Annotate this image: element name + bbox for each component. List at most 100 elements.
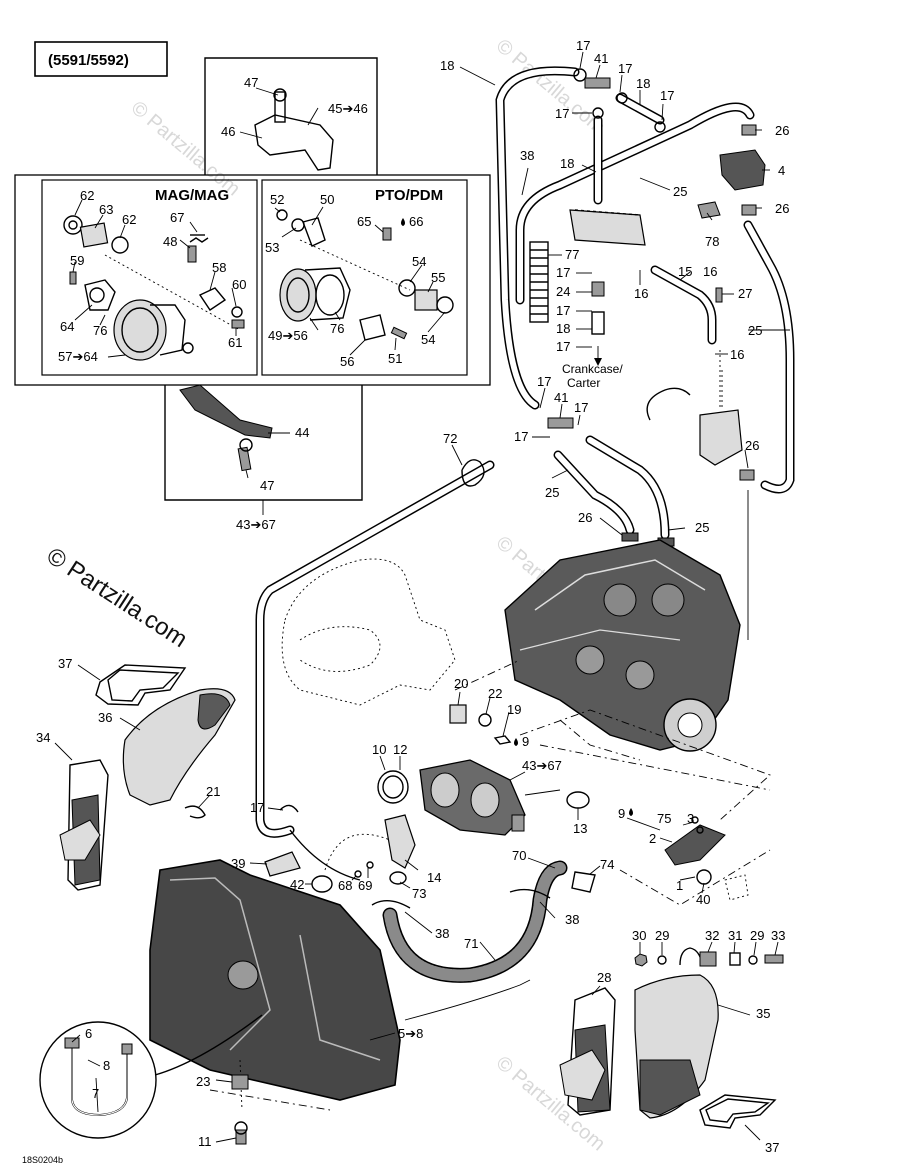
callout: 48 bbox=[163, 234, 177, 249]
callout: 16 bbox=[634, 286, 648, 301]
exhaust-outline bbox=[281, 558, 521, 706]
cover-plate-1 bbox=[664, 816, 749, 901]
callout: 56 bbox=[340, 354, 354, 369]
callout: 18 bbox=[560, 156, 574, 171]
callout: 47 bbox=[260, 478, 274, 493]
callout: 74 bbox=[600, 857, 614, 872]
callout: 19 bbox=[507, 702, 521, 717]
fuel-tank bbox=[149, 859, 401, 1111]
bracket-14 bbox=[384, 814, 416, 869]
callout: 23 bbox=[196, 1074, 210, 1089]
callout: 33 bbox=[771, 928, 785, 943]
callout: 20 bbox=[454, 676, 468, 691]
callout: 26 bbox=[745, 438, 759, 453]
callout: 35 bbox=[756, 1006, 770, 1021]
document-code: 18S0204b bbox=[22, 1155, 63, 1165]
callout: 3 bbox=[687, 811, 694, 826]
callout-labels: 47 45➔46 46 62 63 62 67 48 59 58 60 64 7… bbox=[36, 38, 789, 1155]
callout: 25 bbox=[695, 520, 709, 535]
callout: 75 bbox=[657, 811, 671, 826]
watermark-main: © Partzilla.com bbox=[42, 542, 192, 653]
callout: 6 bbox=[85, 1026, 92, 1041]
callout: 17 bbox=[555, 106, 569, 121]
callout: 49➔56 bbox=[268, 328, 308, 343]
fuel-hose-71 bbox=[371, 860, 596, 983]
callout: 78 bbox=[705, 234, 719, 249]
callout: 53 bbox=[265, 240, 279, 255]
throttle-body-assembly bbox=[377, 759, 561, 836]
pto-panel-title: PTO/PDM bbox=[375, 187, 443, 204]
callout: 21 bbox=[206, 784, 220, 799]
callout: 76 bbox=[93, 323, 107, 338]
pto-throttle-parts bbox=[276, 209, 454, 341]
callout: 77 bbox=[565, 247, 579, 262]
watermark-text: © Partzilla.com bbox=[127, 97, 244, 200]
callout: 5➔8 bbox=[398, 1026, 423, 1041]
callout: 25 bbox=[673, 184, 687, 199]
engine-block bbox=[504, 539, 741, 761]
callout: 66 bbox=[409, 214, 423, 229]
callout: 17 bbox=[514, 429, 528, 444]
callout: 54 bbox=[412, 254, 426, 269]
callout: 41 bbox=[594, 51, 608, 66]
callout: 26 bbox=[775, 123, 789, 138]
callout: 68 bbox=[338, 878, 352, 893]
clip-21 bbox=[184, 805, 206, 819]
callout: 58 bbox=[212, 260, 226, 275]
hardware-29-33 bbox=[634, 947, 784, 967]
crankcase-note: Carter bbox=[567, 376, 600, 390]
callout: 18 bbox=[636, 76, 650, 91]
callout: 64 bbox=[60, 319, 74, 334]
callout: 41 bbox=[554, 390, 568, 405]
callout: 27 bbox=[738, 286, 752, 301]
callout: 17 bbox=[250, 800, 264, 815]
drain-plug bbox=[231, 1074, 249, 1145]
vent-hose-system bbox=[495, 66, 795, 640]
callout: 43➔67 bbox=[522, 758, 562, 773]
callout: 70 bbox=[512, 848, 526, 863]
callout: 55 bbox=[431, 270, 445, 285]
callout: 11 bbox=[198, 1134, 212, 1149]
callout: 44 bbox=[295, 425, 309, 440]
callout: 38 bbox=[565, 912, 579, 927]
callout: 26 bbox=[578, 510, 592, 525]
mag-throttle-parts bbox=[63, 215, 245, 361]
assembly-guide-lines bbox=[289, 350, 771, 906]
callout: 17 bbox=[556, 265, 570, 280]
link-plate bbox=[179, 384, 273, 472]
clamp-13 bbox=[566, 791, 590, 809]
callout: 22 bbox=[488, 686, 502, 701]
callout: 50 bbox=[320, 192, 334, 207]
callout: 17 bbox=[618, 61, 632, 76]
callout: 76 bbox=[330, 321, 344, 336]
callout: 57➔64 bbox=[58, 349, 98, 364]
callout: 40 bbox=[696, 892, 710, 907]
callout: 17 bbox=[537, 374, 551, 389]
callout: 60 bbox=[232, 277, 246, 292]
callout: 28 bbox=[597, 970, 611, 985]
clamp-17-left bbox=[279, 804, 299, 813]
crankcase-note: Crankcase/ bbox=[562, 362, 623, 376]
callout: 16 bbox=[730, 347, 744, 362]
sender-wire-inset bbox=[39, 1014, 263, 1139]
callout: 45➔46 bbox=[328, 101, 368, 116]
callout: 9 bbox=[618, 806, 625, 821]
callout: 17 bbox=[556, 339, 570, 354]
callout: 73 bbox=[412, 886, 426, 901]
callout: 24 bbox=[556, 284, 570, 299]
throttle-group-frame bbox=[14, 57, 491, 501]
callout: 25 bbox=[545, 485, 559, 500]
callout: 61 bbox=[228, 335, 242, 350]
callout: 36 bbox=[98, 710, 112, 725]
callout: 29 bbox=[750, 928, 764, 943]
throttle-spacer-parts bbox=[449, 704, 512, 745]
callout: 17 bbox=[556, 303, 570, 318]
callout: 17 bbox=[576, 38, 590, 53]
callout: 46 bbox=[221, 124, 235, 139]
callout: 17 bbox=[660, 88, 674, 103]
mag-panel-title: MAG/MAG bbox=[155, 187, 229, 204]
callout: 72 bbox=[443, 431, 457, 446]
callout: 47 bbox=[244, 75, 258, 90]
callout: 62 bbox=[122, 212, 136, 227]
